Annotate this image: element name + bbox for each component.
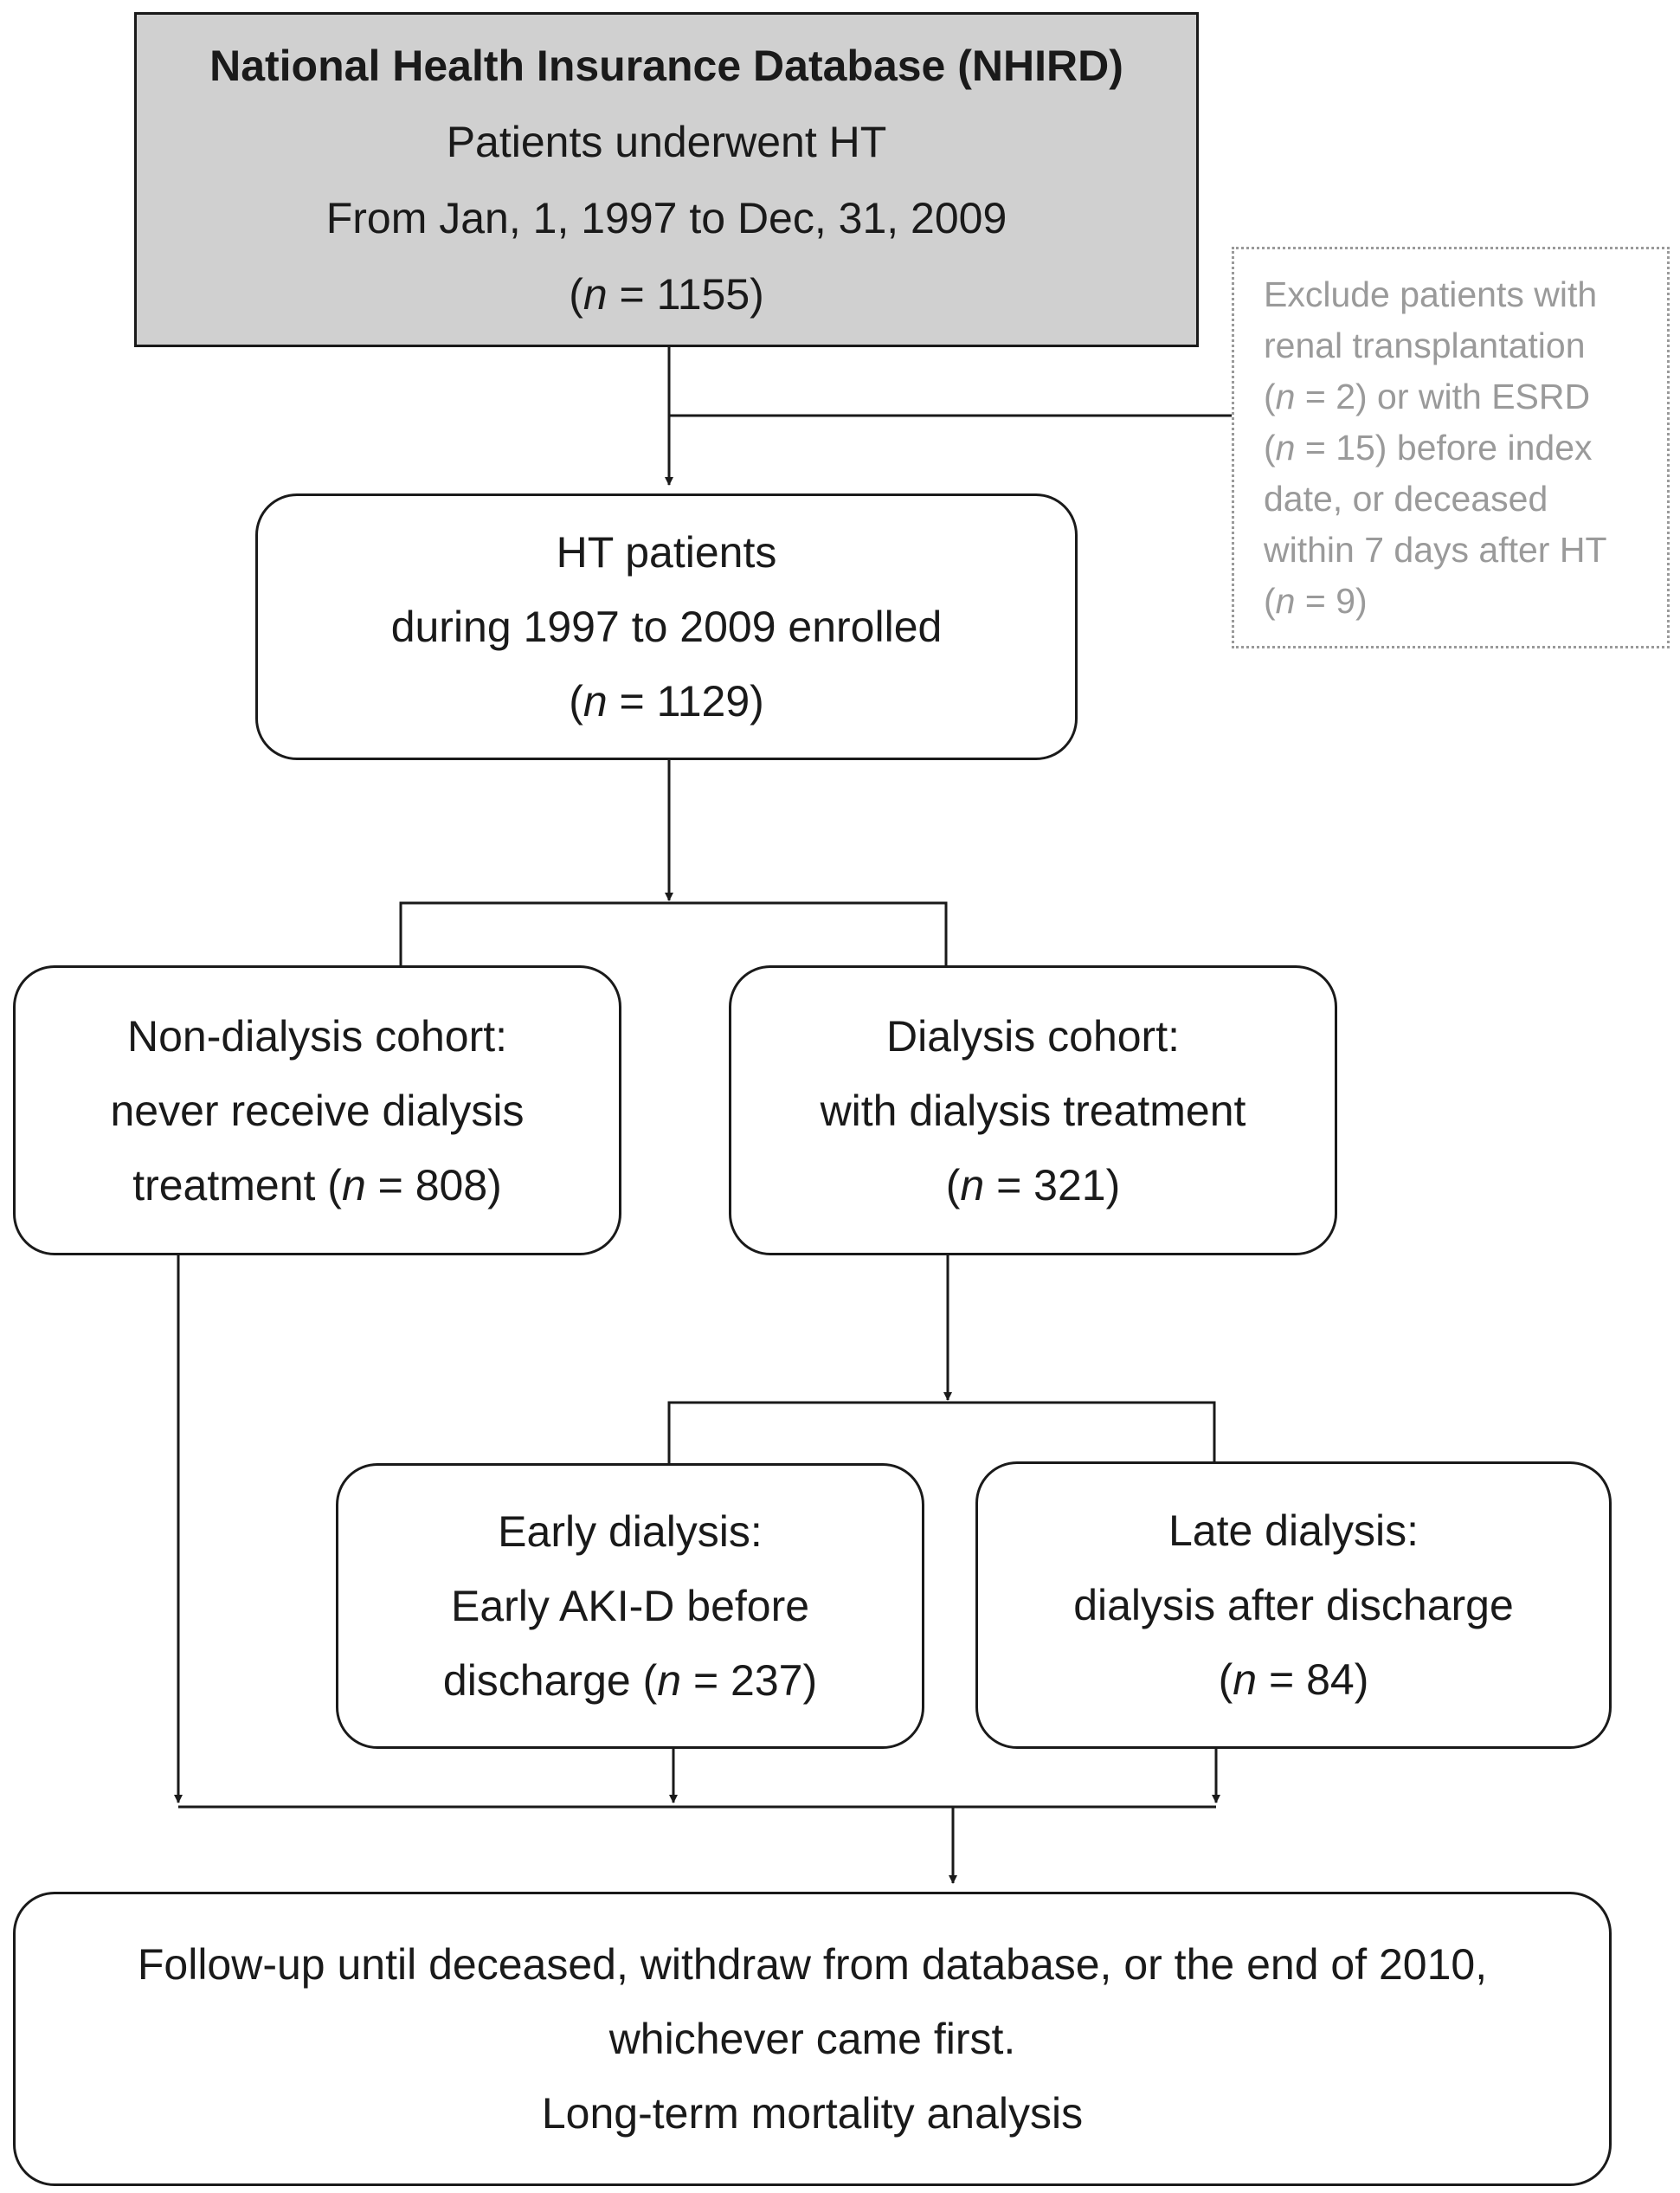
enrolled-count: (n = 1129) xyxy=(569,677,764,726)
non-dialysis-title: Non-dialysis cohort: xyxy=(126,1011,508,1061)
source-subtitle: Patients underwent HT xyxy=(446,117,887,166)
early-dialysis-box: Early dialysis: Early AKI-D before disch… xyxy=(336,1463,924,1749)
exclusion-line: Exclude patients with xyxy=(1264,274,1598,314)
source-date-range: From Jan, 1, 1997 to Dec, 31, 2009 xyxy=(325,193,1007,242)
dialysis-desc: with dialysis treatment xyxy=(820,1086,1246,1135)
followup-box: Follow-up until deceased, withdraw from … xyxy=(13,1892,1612,2186)
connector-dialysis-split xyxy=(667,1401,1216,1463)
late-count: (n = 84) xyxy=(1218,1655,1369,1704)
followup-rule: whichever came first. xyxy=(608,2015,1016,2063)
exclusion-line: (n = 9) xyxy=(1264,580,1368,621)
enrolled-box: HT patients during 1997 to 2009 enrolled… xyxy=(255,493,1078,760)
source-title: National Health Insurance Database (NHIR… xyxy=(209,41,1123,90)
non-dialysis-desc: never receive dialysis xyxy=(110,1086,525,1135)
source-box: National Health Insurance Database (NHIR… xyxy=(134,12,1199,347)
late-dialysis-box: Late dialysis: dialysis after discharge … xyxy=(975,1461,1612,1749)
exclusion-line: date, or deceased xyxy=(1264,478,1548,519)
early-title: Early dialysis: xyxy=(498,1507,763,1556)
late-title: Late dialysis: xyxy=(1168,1506,1419,1555)
followup-analysis: Long-term mortality analysis xyxy=(541,2089,1084,2138)
enrolled-period: during 1997 to 2009 enrolled xyxy=(390,603,943,651)
early-desc: Early AKI-D before xyxy=(450,1582,810,1630)
early-count: discharge (n = 237) xyxy=(442,1656,818,1705)
dialysis-title: Dialysis cohort: xyxy=(886,1011,1180,1061)
followup-criteria: Follow-up until deceased, withdraw from … xyxy=(137,1940,1488,1989)
exclusion-line: (n = 2) or with ESRD xyxy=(1264,376,1591,416)
exclusion-line: within 7 days after HT xyxy=(1264,529,1607,570)
non-dialysis-box: Non-dialysis cohort: never receive dialy… xyxy=(13,965,621,1255)
connector-cohort-split xyxy=(399,901,948,965)
dialysis-count: (n = 321) xyxy=(945,1160,1121,1209)
dialysis-box: Dialysis cohort: with dialysis treatment… xyxy=(729,965,1337,1255)
exclusion-line: (n = 15) before index xyxy=(1264,427,1593,468)
late-desc: dialysis after discharge xyxy=(1073,1581,1514,1629)
enrolled-title: HT patients xyxy=(556,528,777,577)
non-dialysis-count: treatment (n = 808) xyxy=(132,1160,502,1209)
exclusion-note: Exclude patients with renal transplantat… xyxy=(1232,247,1670,648)
exclusion-line: renal transplantation xyxy=(1264,325,1586,365)
source-count: (n = 1155) xyxy=(569,269,764,319)
